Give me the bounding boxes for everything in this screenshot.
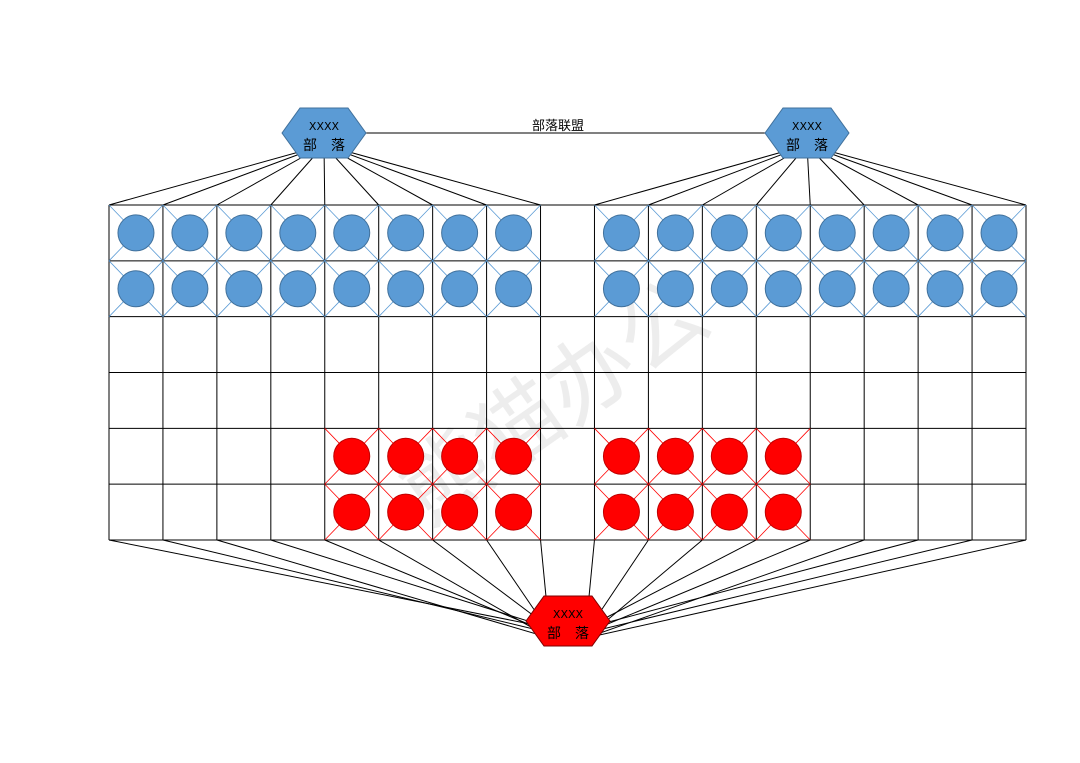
blue-member-circle: [495, 270, 533, 308]
red-member-circle: [387, 493, 425, 531]
tribe-right-name: XXXX: [792, 120, 823, 133]
tribe-left-name: XXXX: [309, 120, 340, 133]
red-member-circle: [495, 437, 533, 475]
blue-member-circle: [764, 214, 802, 252]
tribe-left-hexagon: [281, 107, 367, 159]
red-member-circle: [656, 493, 694, 531]
member-grid: [108, 204, 1027, 541]
red-member-circle: [333, 493, 371, 531]
blue-member-circle: [225, 214, 263, 252]
blue-member-circle: [980, 270, 1018, 308]
red-member-circle: [333, 437, 371, 475]
red-member-circle: [764, 493, 802, 531]
tribe-nodes: XXXX 部 落 XXXX 部 落 XXXX 部 落: [281, 107, 850, 647]
blue-member-circle: [117, 270, 155, 308]
tribe-right-hexagon: [764, 107, 850, 159]
blue-member-circle: [980, 214, 1018, 252]
blue-member-circle: [171, 270, 209, 308]
tribe-right-node: XXXX 部 落: [764, 107, 850, 159]
blue-member-circle: [495, 214, 533, 252]
red-member-circle: [602, 437, 640, 475]
connector-line: [378, 539, 551, 639]
blue-member-circle: [656, 214, 694, 252]
connector-line: [585, 539, 919, 629]
connector-line: [594, 144, 808, 206]
blue-member-circle: [818, 270, 856, 308]
red-member-circle: [602, 493, 640, 531]
red-member-circle: [441, 437, 479, 475]
blue-member-circle: [279, 270, 317, 308]
blue-member-circle: [333, 214, 371, 252]
tribe-bottom-label: 部 落: [547, 626, 589, 642]
tribe-left-node: XXXX 部 落: [281, 107, 367, 159]
red-member-circle: [710, 437, 748, 475]
connector-line: [323, 144, 487, 206]
connector-line: [162, 144, 325, 206]
blue-member-circle: [872, 214, 910, 252]
red-member-circle: [656, 437, 694, 475]
red-member-circle: [495, 493, 533, 531]
blue-member-circle: [710, 270, 748, 308]
red-member-circle: [441, 493, 479, 531]
red-member-circle: [710, 493, 748, 531]
blue-member-circle: [872, 270, 910, 308]
blue-member-circle: [387, 214, 425, 252]
blue-member-circle: [656, 270, 694, 308]
connector-line: [108, 539, 551, 629]
connector-line: [806, 144, 1027, 206]
blue-member-circle: [602, 270, 640, 308]
connector-line: [806, 144, 973, 206]
blue-member-circle: [926, 270, 964, 308]
connector-line: [270, 539, 551, 629]
connector-line: [585, 539, 1027, 639]
connector-line: [323, 144, 541, 206]
blue-member-circle: [171, 214, 209, 252]
blue-member-circle: [710, 214, 748, 252]
red-member-circle: [387, 437, 425, 475]
blue-member-circle: [441, 270, 479, 308]
tribe-bottom-node: XXXX 部 落: [525, 595, 611, 647]
blue-member-circle: [926, 214, 964, 252]
tribe-bottom-name: XXXX: [553, 608, 584, 621]
blue-member-circle: [441, 214, 479, 252]
blue-member-circle: [764, 270, 802, 308]
blue-member-circle: [818, 214, 856, 252]
connector-line: [585, 539, 973, 634]
tribe-left-label: 部 落: [303, 138, 345, 154]
red-member-circle: [764, 437, 802, 475]
blue-member-circle: [333, 270, 371, 308]
blue-member-circle: [225, 270, 263, 308]
connector-line: [585, 539, 811, 634]
connector-line: [162, 539, 551, 634]
alliance-label: 部落联盟: [532, 119, 584, 134]
connector-line: [324, 539, 551, 634]
blue-member-circle: [602, 214, 640, 252]
alliance-link: 部落联盟: [366, 119, 765, 134]
connector-line: [108, 144, 325, 206]
member-circles: [108, 204, 1027, 541]
tribe-right-label: 部 落: [786, 138, 828, 154]
connector-line: [432, 539, 551, 629]
connector-line: [585, 539, 757, 629]
connector-line: [216, 539, 551, 639]
blue-member-circle: [279, 214, 317, 252]
blue-member-circle: [117, 214, 155, 252]
blue-member-circle: [387, 270, 425, 308]
tribe-bottom-hexagon: [525, 595, 611, 647]
